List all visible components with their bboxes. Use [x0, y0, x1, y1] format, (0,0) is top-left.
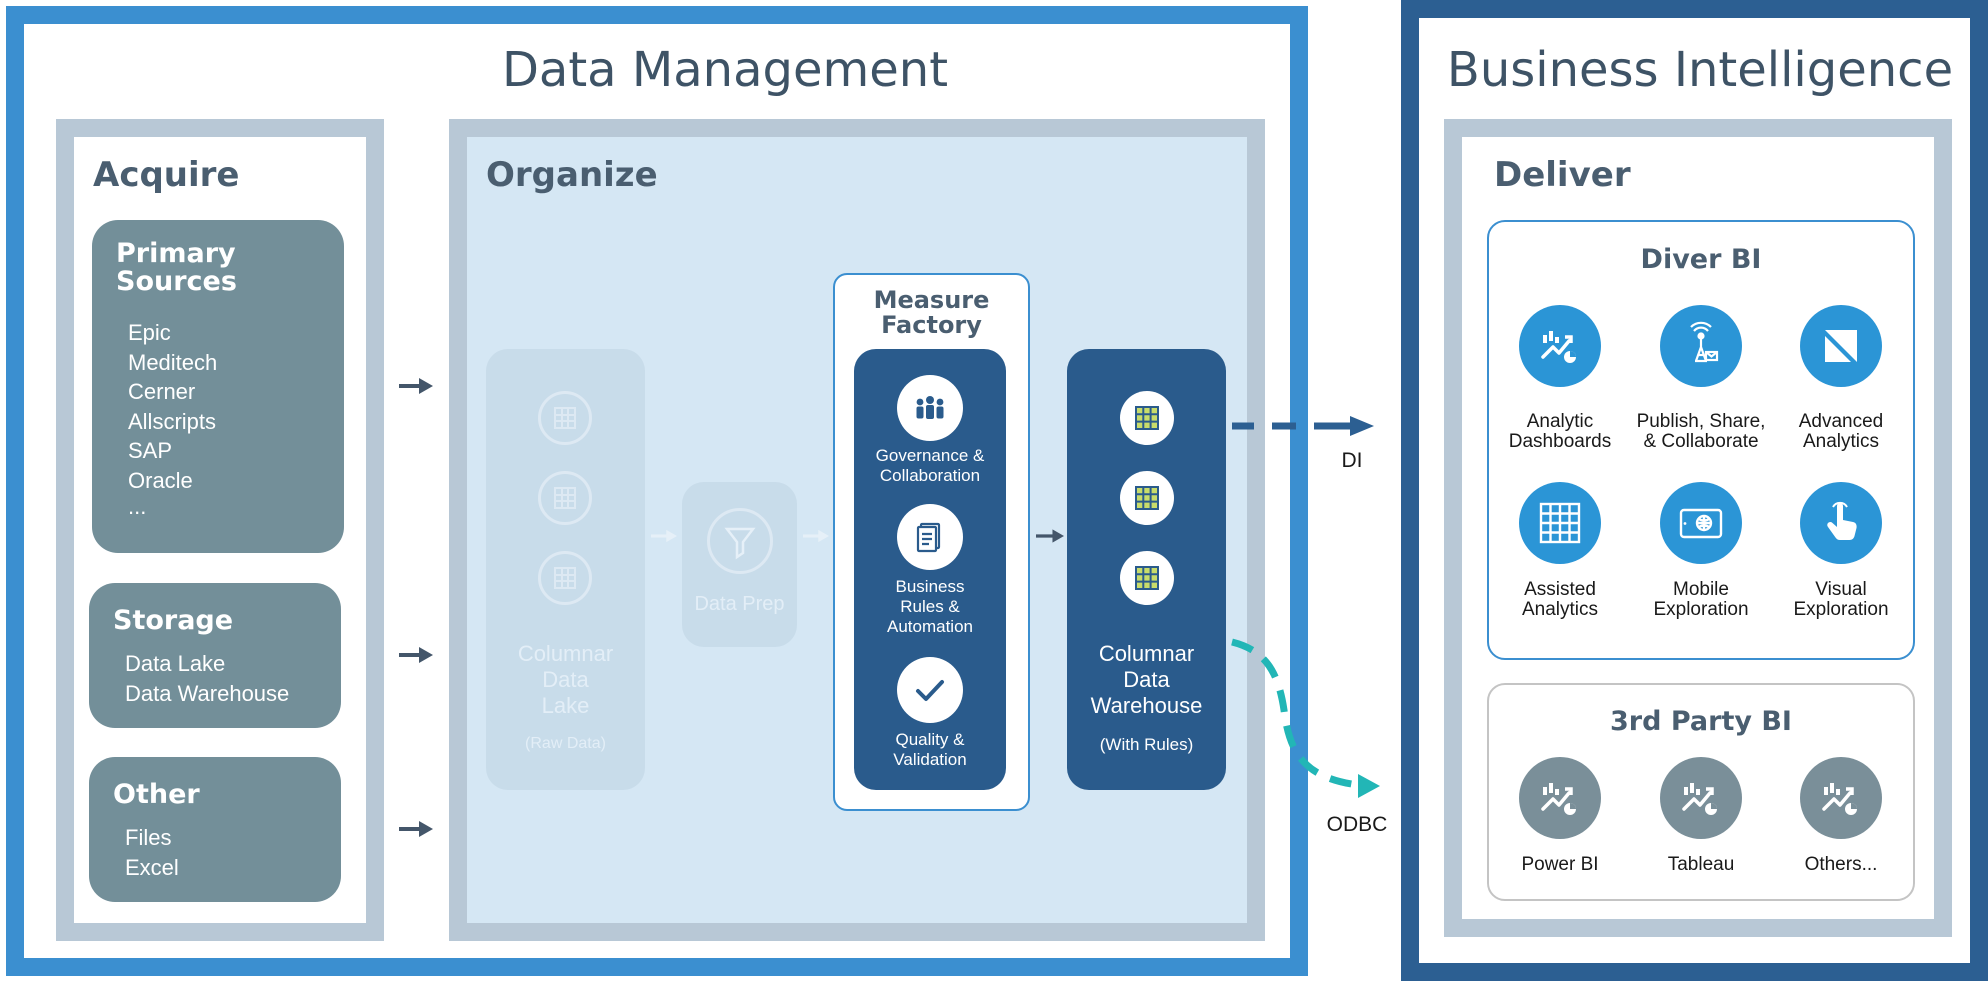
- grid-icon: [538, 391, 592, 445]
- grid-icon: [538, 551, 592, 605]
- quality-label-2: Validation: [893, 750, 967, 769]
- odbc-label: ODBC: [1326, 813, 1388, 836]
- assisted-analytics-icon[interactable]: [1519, 482, 1601, 564]
- di-label: DI: [1341, 449, 1363, 472]
- diver-bi-title: Diver BI: [1640, 244, 1762, 275]
- source-item: Excel: [125, 855, 179, 880]
- data-management-title: Data Management: [501, 42, 949, 98]
- chart-icon[interactable]: [1660, 757, 1742, 839]
- data-prep: Data Prep: [682, 482, 797, 647]
- other-title: Other: [113, 779, 200, 810]
- governance-label-2: Collaboration: [879, 466, 981, 485]
- columnar-data-lake: Columnar Data Lake (Raw Data): [486, 349, 645, 790]
- advanced-analytics-icon[interactable]: [1800, 305, 1882, 387]
- data-management-panel: [6, 6, 1308, 976]
- quality-label-1: Quality &: [895, 730, 965, 749]
- source-item: Epic: [128, 320, 171, 345]
- primary-sources-title: Primary Sources: [116, 238, 237, 297]
- publish-share-label-2: & Collaborate: [1643, 431, 1759, 452]
- document-icon: [897, 504, 963, 570]
- business-rules-label-3: Automation: [887, 617, 973, 636]
- columnar-data-warehouse: Columnar Data Warehouse (With Rules): [1067, 349, 1226, 790]
- mobile-exploration-icon[interactable]: [1660, 482, 1742, 564]
- data-lake-label-1: Columnar: [517, 641, 614, 666]
- grid-icon: [1120, 391, 1174, 445]
- measure-factory-title-1: Measure: [873, 286, 990, 314]
- source-item: Oracle: [128, 468, 193, 493]
- primary-sources-box: Primary Sources Epic Meditech Cerner All…: [92, 220, 344, 553]
- grid-icon: [1120, 551, 1174, 605]
- data-lake-label-3: Lake: [541, 693, 590, 718]
- business-rules-label-1: Business: [895, 577, 965, 596]
- arrow-right-icon: [1036, 529, 1064, 543]
- source-item: Allscripts: [128, 409, 217, 434]
- third-party-bi-box: [1487, 683, 1915, 901]
- analytic-dashboards-icon[interactable]: [1519, 305, 1601, 387]
- warehouse-label-2: Data: [1123, 667, 1170, 692]
- third-party-bi-title: 3rd Party BI: [1610, 706, 1792, 737]
- governance-label-1: Governance &: [875, 446, 985, 465]
- source-item: Meditech: [128, 350, 218, 375]
- odbc-connector-arrow: [1231, 638, 1380, 798]
- people-icon: [897, 375, 963, 441]
- arrow-right-icon: [651, 529, 677, 543]
- publish-share-label-1: Publish, Share,: [1636, 411, 1766, 432]
- mobile-exploration-label-1: Mobile: [1673, 579, 1729, 600]
- visual-exploration-icon[interactable]: [1800, 482, 1882, 564]
- warehouse-label-3: Warehouse: [1090, 693, 1203, 718]
- data-lake-label-2: Data: [542, 667, 589, 692]
- arrow-right-icon: [399, 821, 433, 837]
- business-intelligence-panel: [1401, 0, 1988, 981]
- funnel-icon: [707, 508, 773, 574]
- measure-factory-title-2: Factory: [881, 311, 982, 339]
- source-item: Data Warehouse: [125, 681, 290, 706]
- publish-share-icon[interactable]: [1660, 305, 1742, 387]
- source-item: SAP: [128, 438, 173, 463]
- arrow-right-icon: [399, 647, 433, 663]
- warehouse-label-1: Columnar: [1098, 641, 1195, 666]
- assisted-analytics-label-2: Analytics: [1521, 599, 1599, 620]
- advanced-analytics-label-2: Analytics: [1802, 431, 1880, 452]
- others-label: Others...: [1804, 854, 1878, 875]
- storage-title: Storage: [113, 605, 234, 636]
- data-lake-sub: (Raw Data): [525, 735, 606, 752]
- grid-icon: [1120, 471, 1174, 525]
- chart-icon[interactable]: [1800, 757, 1882, 839]
- measure-factory-stack: Governance & Collaboration Business Rule…: [854, 349, 1006, 790]
- power-bi-label: Power BI: [1521, 854, 1599, 875]
- assisted-analytics-label-1: Assisted: [1524, 579, 1596, 600]
- deliver-title: Deliver: [1494, 155, 1631, 195]
- visual-exploration-label-1: Visual: [1815, 579, 1867, 600]
- chart-icon[interactable]: [1519, 757, 1601, 839]
- source-item: Data Lake: [125, 651, 226, 676]
- business-intelligence-title: Business Intelligence: [1446, 42, 1954, 98]
- source-item: Cerner: [128, 379, 196, 404]
- diver-bi-box: [1487, 220, 1915, 660]
- checkmark-icon: [897, 657, 963, 723]
- warehouse-sub: (With Rules): [1099, 735, 1194, 754]
- organize-title: Organize: [486, 155, 658, 195]
- source-item: Files: [125, 825, 172, 850]
- analytic-dashboards-label-1: Analytic: [1526, 411, 1594, 432]
- tableau-label: Tableau: [1667, 854, 1735, 875]
- grid-icon: [538, 471, 592, 525]
- other-box: Other Files Excel: [89, 757, 341, 902]
- mobile-exploration-label-2: Exploration: [1653, 599, 1749, 620]
- storage-box: Storage Data Lake Data Warehouse: [89, 583, 341, 728]
- di-connector-arrow: [1232, 416, 1374, 436]
- source-item: ...: [128, 494, 147, 519]
- arrow-right-icon: [399, 378, 433, 394]
- business-rules-label-2: Rules &: [900, 597, 960, 616]
- analytic-dashboards-label-2: Dashboards: [1508, 431, 1612, 452]
- arrow-right-icon: [803, 529, 829, 543]
- data-prep-label: Data Prep: [694, 593, 785, 615]
- acquire-title: Acquire: [93, 155, 240, 195]
- visual-exploration-label-2: Exploration: [1793, 599, 1889, 620]
- advanced-analytics-label-1: Advanced: [1798, 411, 1884, 432]
